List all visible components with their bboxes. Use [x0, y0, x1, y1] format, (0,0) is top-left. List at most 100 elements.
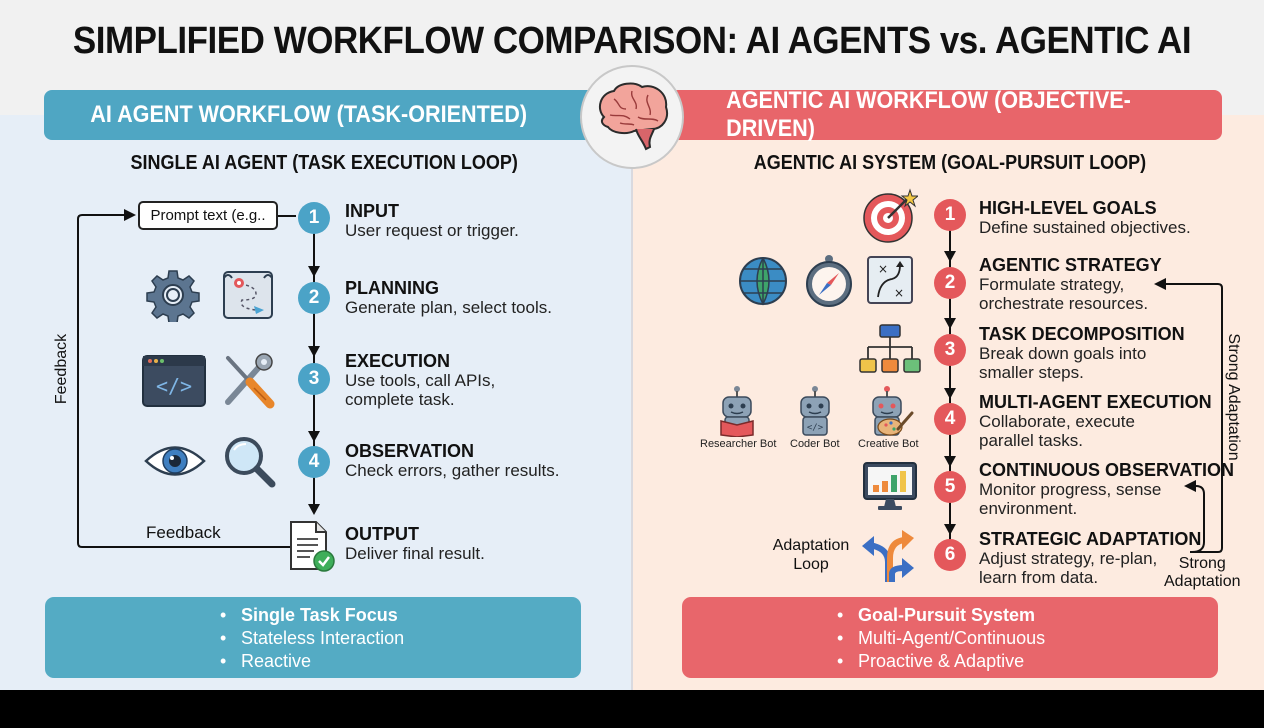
- gear-icon: [146, 270, 200, 322]
- agentic-ai-summary: •Goal-Pursuit System •Multi-Agent/Contin…: [682, 597, 1218, 678]
- svg-text:×: ×: [894, 286, 904, 300]
- arrow-down-icon: [944, 388, 956, 399]
- arrow-down-icon: [308, 504, 320, 515]
- step-title: PLANNING: [345, 278, 439, 298]
- step-title: HIGH-LEVEL GOALS: [979, 198, 1157, 218]
- page-title: SIMPLIFIED WORKFLOW COMPARISON: AI AGENT…: [72, 20, 1192, 62]
- arrow-down-icon: [308, 431, 320, 442]
- step-desc: parallel tasks.: [979, 431, 1083, 450]
- summary-text: Multi-Agent/Continuous: [858, 628, 1046, 648]
- arrow-down-icon: [944, 318, 956, 329]
- summary-text: Proactive & Adaptive: [858, 651, 1025, 671]
- summary-text: Reactive: [241, 651, 312, 671]
- step-output: OUTPUT Deliver final result.: [345, 524, 485, 563]
- label-line: Adaptation: [1164, 573, 1241, 590]
- summary-text: Goal-Pursuit System: [858, 605, 1036, 625]
- researcher-bot-icon: [720, 386, 754, 437]
- step-continuous-observation: CONTINUOUS OBSERVATION Monitor progress,…: [979, 460, 1234, 518]
- step-desc: Use tools, call APIs,: [345, 371, 496, 390]
- step-desc: Break down goals into: [979, 344, 1147, 363]
- svg-text:</>: </>: [156, 374, 192, 398]
- step-strategic-adaptation: STRATEGIC ADAPTATION Adjust strategy, re…: [979, 529, 1201, 587]
- connector: [278, 215, 296, 217]
- code-window-icon: </>: [142, 355, 206, 407]
- panel-divider: [631, 160, 633, 690]
- step-title: CONTINUOUS OBSERVATION: [979, 460, 1235, 480]
- step-title: INPUT: [345, 201, 399, 221]
- step-desc: complete task.: [345, 390, 455, 409]
- summary-list: •Single Task Focus •Stateless Interactio…: [220, 604, 404, 673]
- globe-icon: [739, 257, 787, 306]
- strategy-board-icon: × ×: [867, 256, 913, 304]
- summary-item: •Goal-Pursuit System: [837, 605, 1036, 625]
- creative-bot-label: Creative Bot: [858, 438, 919, 450]
- prompt-text-box: Prompt text (e.g..: [138, 201, 278, 230]
- step-title: OBSERVATION: [345, 441, 475, 461]
- summary-item: •Proactive & Adaptive: [837, 651, 1025, 671]
- step-desc: Monitor progress, sense: [979, 480, 1162, 499]
- researcher-bot-label: Researcher Bot: [700, 438, 777, 450]
- step-title: TASK DECOMPOSITION: [979, 324, 1185, 344]
- step-input: INPUT User request or trigger.: [345, 201, 519, 240]
- summary-item: •Reactive: [220, 651, 312, 671]
- step-desc: smaller steps.: [979, 363, 1084, 382]
- ai-agent-banner: AI AGENT WORKFLOW (TASK-ORIENTED): [44, 90, 604, 140]
- step-desc: Deliver final result.: [345, 544, 485, 563]
- tools-icon: [225, 353, 275, 409]
- step-agentic-strategy: AGENTIC STRATEGY Formulate strategy, orc…: [979, 255, 1162, 313]
- feedback-vertical-label: Feedback: [53, 333, 70, 405]
- step-desc: Generate plan, select tools.: [345, 298, 552, 317]
- agentic-ai-subheading: AGENTIC AI SYSTEM (GOAL-PURSUIT LOOP): [680, 152, 1220, 175]
- brain-icon: [580, 65, 684, 169]
- step-high-level-goals: HIGH-LEVEL GOALS Define sustained object…: [979, 198, 1191, 237]
- step-desc: environment.: [979, 499, 1078, 518]
- step-task-decomposition: TASK DECOMPOSITION Break down goals into…: [979, 324, 1185, 382]
- step-desc: Collaborate, execute: [979, 412, 1135, 431]
- ai-agent-banner-text: AI AGENT WORKFLOW (TASK-ORIENTED): [90, 101, 528, 128]
- step-title: OUTPUT: [345, 524, 419, 544]
- step-badge-3: 3: [298, 363, 330, 395]
- summary-list: •Goal-Pursuit System •Multi-Agent/Contin…: [837, 604, 1045, 673]
- step-desc: Check errors, gather results.: [345, 461, 560, 480]
- step-desc: Define sustained objectives.: [979, 218, 1191, 237]
- arrow-down-icon: [944, 524, 956, 535]
- adaptation-loop-label: Adaptation Loop: [768, 536, 854, 574]
- feedback-horizontal-label: Feedback: [146, 523, 221, 542]
- map-icon: [223, 271, 273, 319]
- label-line: Strong: [1178, 555, 1226, 572]
- step-observation: OBSERVATION Check errors, gather results…: [345, 441, 559, 480]
- step-title: MULTI-AGENT EXECUTION: [979, 392, 1212, 412]
- magnifier-icon: [225, 437, 276, 488]
- summary-item: •Stateless Interaction: [220, 628, 405, 648]
- step-planning: PLANNING Generate plan, select tools.: [345, 278, 552, 317]
- step-badge-5: 5: [934, 471, 966, 503]
- step-title: AGENTIC STRATEGY: [979, 255, 1162, 275]
- agentic-ai-subheading-text: AGENTIC AI SYSTEM (GOAL-PURSUIT LOOP): [753, 152, 1147, 174]
- step-desc: orchestrate resources.: [979, 294, 1149, 313]
- eye-icon: [144, 446, 206, 476]
- monitor-chart-icon: [863, 462, 917, 510]
- step-desc: Formulate strategy,: [979, 275, 1125, 294]
- agentic-ai-banner-text: AGENTIC AI WORKFLOW (OBJECTIVE-DRIVEN): [726, 87, 1131, 142]
- step-badge-1: 1: [298, 202, 330, 234]
- label-line: Loop: [793, 556, 829, 573]
- strong-adaptation-bottom-label: Strong Adaptation: [1164, 555, 1241, 591]
- creative-bot-icon: [872, 386, 914, 436]
- step-desc: learn from data.: [979, 568, 1099, 587]
- summary-text: Stateless Interaction: [241, 628, 405, 648]
- ai-agent-summary: •Single Task Focus •Stateless Interactio…: [45, 597, 581, 678]
- step-badge-2: 2: [934, 267, 966, 299]
- step-badge-1: 1: [934, 199, 966, 231]
- arrow-down-icon: [944, 456, 956, 467]
- agentic-ai-banner: AGENTIC AI WORKFLOW (OBJECTIVE-DRIVEN): [670, 87, 1222, 142]
- summary-text: Single Task Focus: [241, 605, 398, 625]
- branch-arrows-icon: [862, 530, 914, 582]
- coder-bot-label: Coder Bot: [790, 438, 840, 450]
- step-badge-2: 2: [298, 282, 330, 314]
- summary-item: •Multi-Agent/Continuous: [837, 628, 1046, 648]
- strong-adaptation-arrows: [1154, 278, 1223, 553]
- step-desc: User request or trigger.: [345, 221, 519, 240]
- step-multi-agent-execution: MULTI-AGENT EXECUTION Collaborate, execu…: [979, 392, 1212, 450]
- arrow-down-icon: [308, 346, 320, 357]
- ai-agent-subheading: SINGLE AI AGENT (TASK EXECUTION LOOP): [44, 152, 604, 175]
